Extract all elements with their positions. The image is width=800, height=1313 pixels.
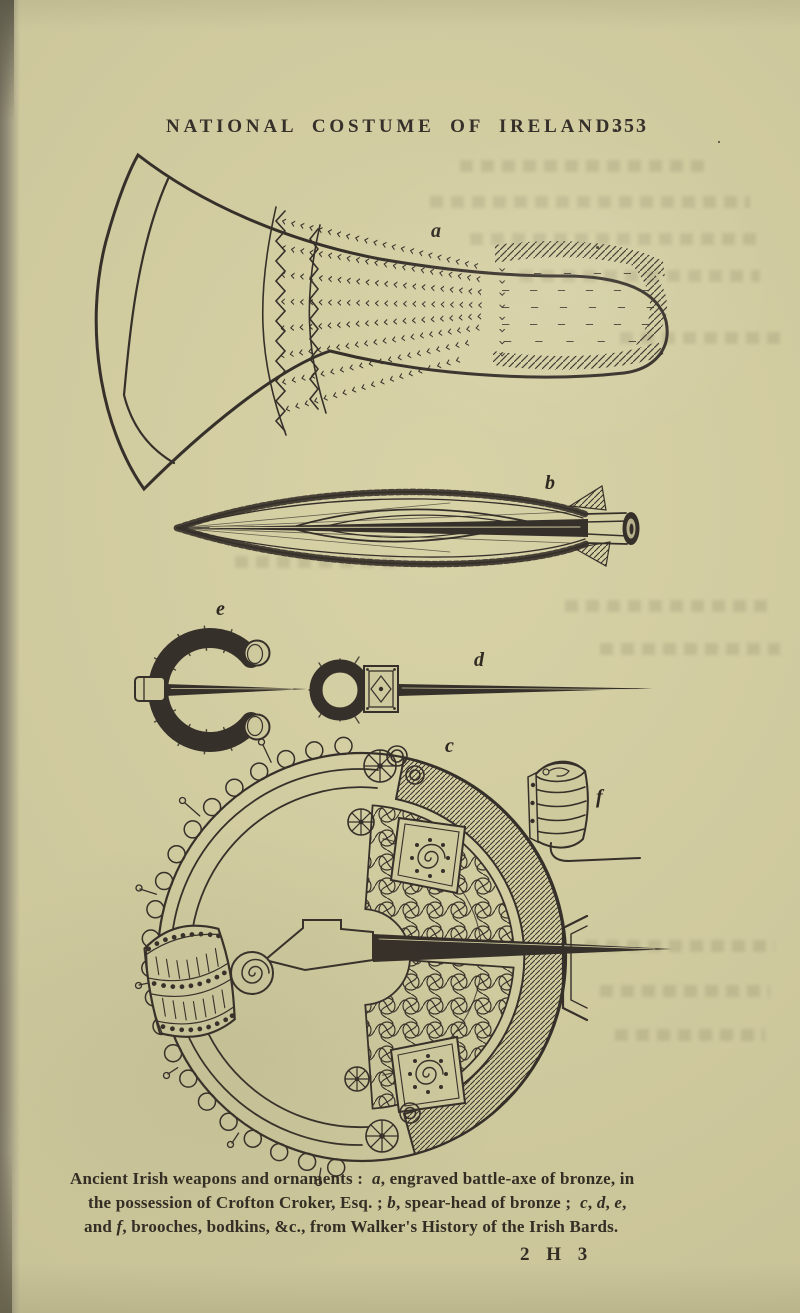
- axe-zigzag-band: [261, 206, 327, 436]
- bleed-line: [615, 1029, 765, 1041]
- svg-text:‹‹‹‹‹‹‹‹‹‹‹‹‹‹‹‹‹‹‹‹‹‹: ‹‹‹‹‹‹‹‹‹‹‹‹‹‹‹‹‹‹‹‹‹‹: [280, 292, 485, 314]
- figure-label-c: c: [445, 735, 454, 757]
- running-head: NATIONAL COSTUME OF IRELAND. 353: [0, 115, 800, 142]
- bleed-line: [430, 196, 750, 208]
- bleed-line: [600, 985, 770, 997]
- bleed-line: [620, 332, 780, 344]
- great-brooch-figure: [134, 736, 672, 1187]
- bodkin-pin-figure: [308, 656, 653, 724]
- battle-axe-figure: ‹‹‹‹‹‹‹‹‹‹‹‹‹‹‹‹‹‹‹‹‹‹ ‹‹‹‹‹‹‹‹‹‹‹‹‹‹‹‹‹…: [94, 152, 669, 492]
- axe-butt-engraving: – – – – – – – – – – – – – – – – – – – – …: [502, 266, 657, 348]
- figure-label-f: f: [596, 786, 603, 808]
- figure-label-d: d: [474, 649, 484, 671]
- svg-text:– – – – – –: – – – – – –: [502, 300, 657, 314]
- svg-text:– – – – – –: – – – – – –: [502, 283, 652, 297]
- spear-head-figure: [173, 485, 640, 568]
- page-title: NATIONAL COSTUME OF IRELAND.: [166, 116, 622, 137]
- axe-outline: [94, 152, 669, 492]
- figure-label-a: a: [431, 220, 441, 242]
- ring-f-body: [527, 760, 589, 849]
- brooch-c-pin-keeper: [561, 914, 589, 1022]
- svg-text:– – – – – –: – – – – – –: [502, 317, 652, 331]
- brooch-c-wheel-ornaments: [344, 745, 425, 1153]
- caption-line: Ancient Irish weapons and ornaments : a,…: [70, 1169, 635, 1188]
- axe-hatch-shading: [493, 241, 668, 370]
- pin-d-shaft: [398, 684, 653, 696]
- figure-label-b: b: [545, 472, 555, 494]
- bleed-line: [520, 270, 760, 282]
- svg-text:– – – – –: – – – – –: [504, 266, 634, 280]
- brooch-c-spiral-panel-upper: [389, 816, 467, 895]
- figure-caption: Ancient Irish weapons and ornaments : a,…: [70, 1167, 770, 1267]
- brooch-c-cuff: [143, 924, 236, 1038]
- page-gutter-shadow: [0, 0, 20, 1313]
- bleed-line: [565, 600, 775, 612]
- bleed-line: [600, 643, 780, 655]
- svg-text:– – – – –: – – – – –: [504, 334, 639, 348]
- brooch-c-bead-edge: [134, 736, 353, 1187]
- spear-midrib: [176, 502, 588, 553]
- coiled-ring-figure: [527, 760, 641, 863]
- page-number: 353: [612, 115, 648, 137]
- pin-d-ring: [308, 656, 371, 724]
- bleed-line: [460, 160, 710, 172]
- caption-line: and f, brooches, bodkins, &c., from Walk…: [84, 1217, 619, 1236]
- printer-signature: 2 H 3: [520, 1244, 594, 1265]
- ink-speck: [718, 141, 720, 143]
- spear-socket: [568, 485, 640, 567]
- pin-d-plate: [363, 665, 399, 713]
- figure-label-e: e: [216, 598, 225, 620]
- brooch-c-pin: [230, 919, 672, 995]
- penannular-brooch-figure: [134, 625, 307, 755]
- brooch-c-ring: [156, 751, 568, 1163]
- caption-line: the possession of Crofton Croker, Esq. ;…: [88, 1193, 627, 1212]
- brooch-c-spiral-panel-lower: [389, 1035, 467, 1114]
- brooch-e-pin: [134, 676, 307, 702]
- ring-f-wire: [549, 842, 641, 863]
